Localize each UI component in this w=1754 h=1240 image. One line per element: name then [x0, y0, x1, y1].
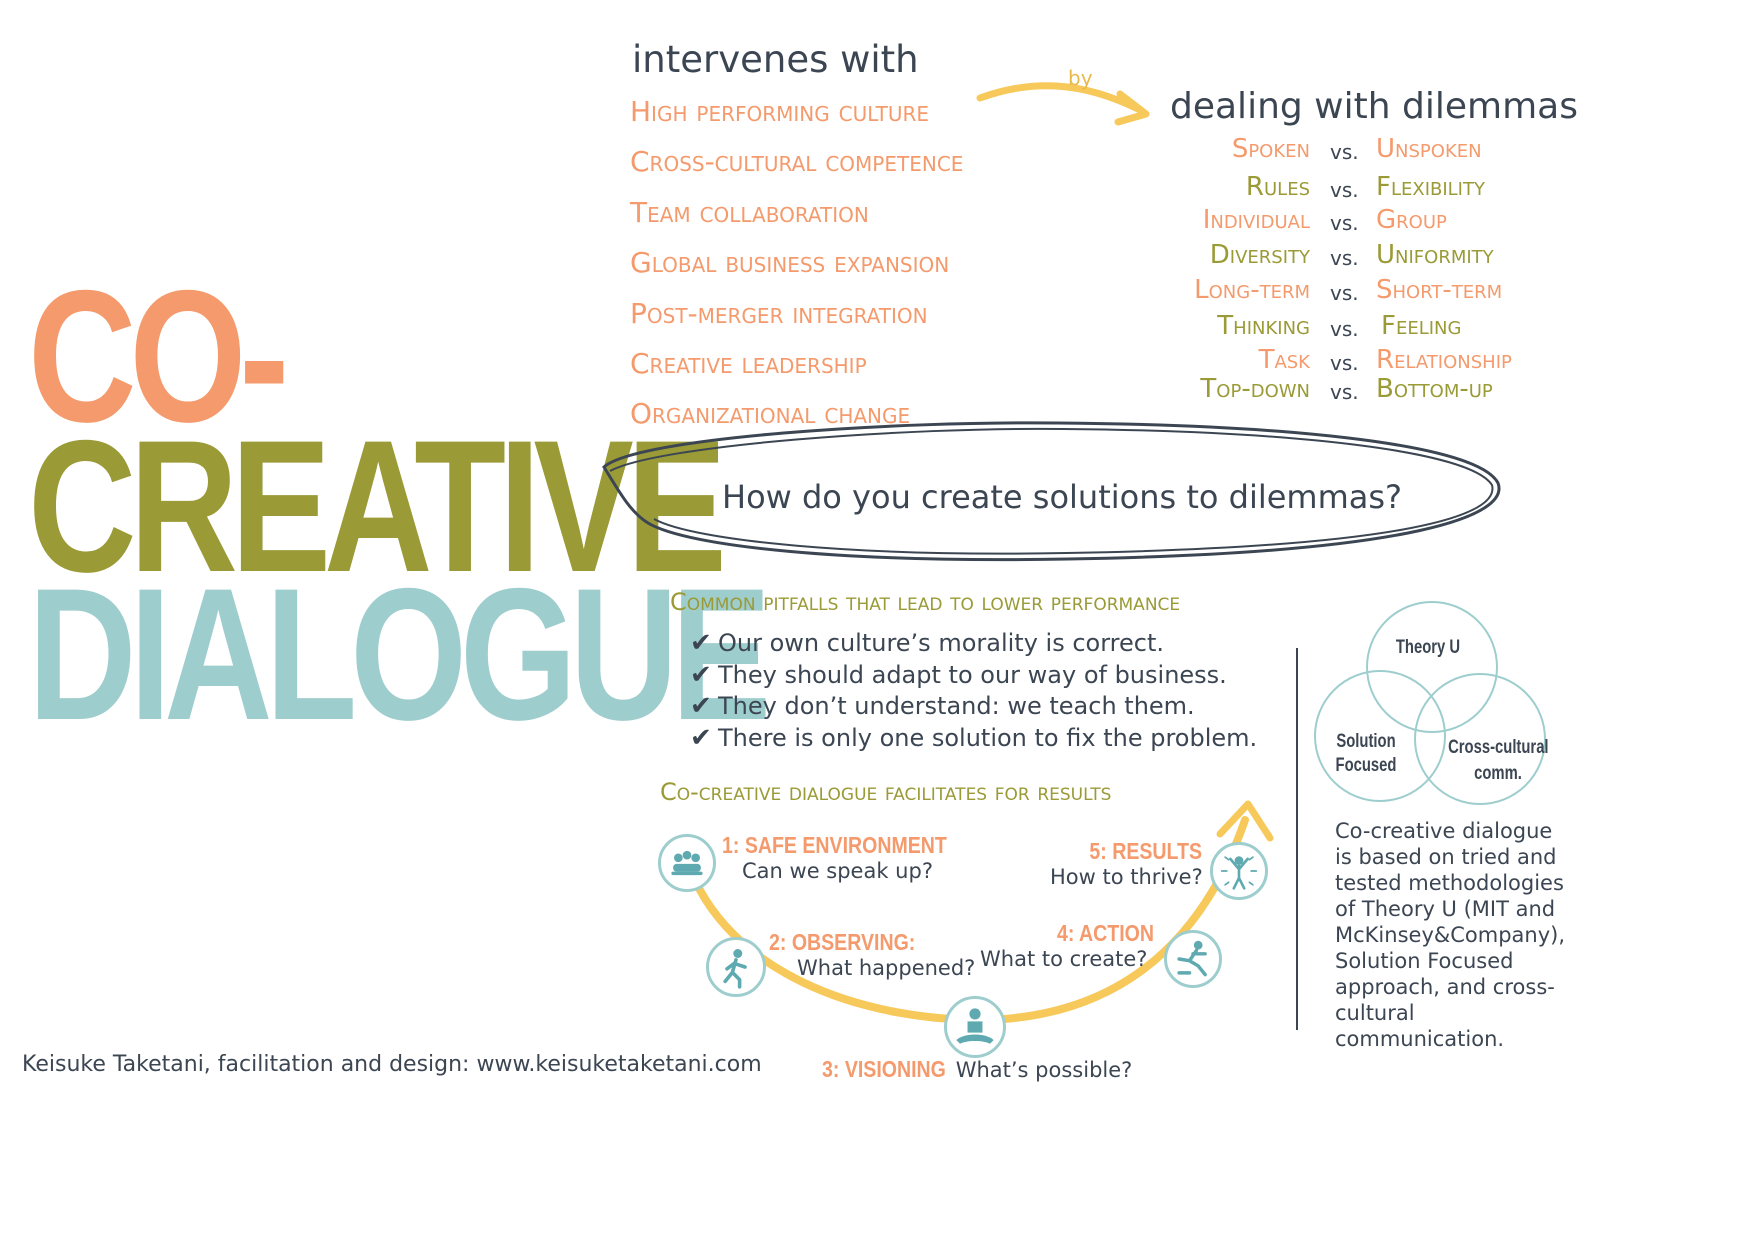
check-icon: ✔	[690, 691, 712, 721]
dilemma-row: Top-down vs. Bottom-up	[1010, 374, 1610, 408]
dilemma-row: Task vs. Relationship	[1010, 345, 1610, 379]
dilemma-vs: vs.	[1330, 281, 1359, 305]
person-walking-icon	[706, 937, 766, 997]
dilemma-right: Unspoken	[1376, 134, 1482, 164]
pitfall-item: ✔They don’t understand: we teach them.	[690, 691, 1257, 723]
dilemma-vs: vs.	[1330, 211, 1359, 235]
methodology-description: Co-creative dialogue is based on tried a…	[1335, 819, 1566, 1051]
dilemma-left: Task	[1258, 345, 1310, 375]
step-1-label: 1: SAFE ENVIRONMENT	[722, 832, 947, 858]
step-5-label: 5: RESULTS	[1089, 838, 1202, 864]
dilemma-left: Rules	[1245, 172, 1310, 202]
step-2-question: What happened?	[797, 956, 976, 980]
dilemma-left: Thinking	[1217, 311, 1310, 341]
dilemma-vs: vs.	[1330, 178, 1359, 202]
intervenes-list: High performing culture Cross-cultural c…	[630, 92, 963, 445]
divider	[1296, 648, 1298, 1030]
pitfall-item: ✔Our own culture’s morality is correct.	[690, 628, 1257, 660]
meditating-person-icon	[944, 996, 1006, 1058]
pitfall-text: There is only one solution to fix the pr…	[718, 723, 1258, 752]
dilemma-right: Feeling	[1381, 311, 1462, 341]
step-2-label: 2: OBSERVING:	[769, 929, 916, 955]
dilemma-row: Long-term vs. Short-term	[1010, 275, 1610, 309]
speech-bubble	[602, 421, 1501, 562]
check-icon: ✔	[690, 659, 712, 690]
central-question: How do you create solutions to dilemmas?	[722, 478, 1403, 516]
step-4: 4: ACTION What to create?	[980, 920, 1154, 971]
group-meeting-icon	[658, 834, 716, 892]
title-line-co: CO-	[28, 251, 289, 461]
pitfall-text: They don’t understand: we teach them.	[718, 692, 1195, 720]
pitfall-item: ✔They should adapt to our way of busines…	[690, 660, 1257, 692]
title-line-dialogue: DIALOGUE	[28, 549, 771, 759]
check-icon: ✔	[690, 722, 712, 753]
dilemma-right: Short-term	[1376, 275, 1503, 305]
intervene-item: Post-merger integration	[630, 296, 928, 330]
dilemma-row: Thinking vs. Feeling	[1010, 311, 1610, 345]
pitfall-text: Our own culture’s morality is correct.	[718, 629, 1164, 657]
dilemma-right: Bottom-up	[1376, 374, 1493, 404]
step-3-question: What’s possible?	[955, 1058, 1133, 1082]
by-arrow-icon	[976, 82, 1150, 126]
dilemma-vs: vs.	[1330, 317, 1359, 341]
dilemma-vs: vs.	[1330, 380, 1359, 404]
dilemma-vs: vs.	[1330, 140, 1359, 164]
dilemma-left: Spoken	[1231, 134, 1310, 164]
intervene-item: Organizational change	[630, 397, 911, 431]
intervene-item: High performing culture	[630, 95, 930, 128]
venn-diagram	[1314, 601, 1546, 805]
title-line-creative: CREATIVE	[28, 401, 727, 611]
dilemma-left: Top-down	[1200, 374, 1310, 404]
intervene-item: Cross-cultural competence	[630, 145, 964, 179]
dilemmas-heading: dealing with dilemmas	[1170, 86, 1578, 127]
step-1: 1: SAFE ENVIRONMENT Can we speak up?	[722, 832, 987, 883]
dilemma-row: Rules vs. Flexibility	[1010, 172, 1610, 206]
step-1-question: Can we speak up?	[742, 859, 933, 883]
dilemma-row: Individual vs. Group	[1010, 205, 1610, 239]
pitfall-item: ✔There is only one solution to fix the p…	[690, 723, 1257, 755]
dilemma-row: Diversity vs. Uniformity	[1010, 240, 1610, 274]
dilemma-vs: vs.	[1330, 246, 1359, 270]
dilemma-left: Diversity	[1209, 240, 1310, 270]
check-icon: ✔	[690, 628, 712, 658]
step-4-label: 4: ACTION	[1056, 920, 1154, 946]
pitfall-text: They should adapt to our way of business…	[718, 660, 1227, 689]
dilemma-left: Individual	[1202, 205, 1310, 235]
step-3-label: 3: VISIONING	[822, 1056, 946, 1082]
dilemma-left: Long-term	[1194, 275, 1310, 305]
dilemma-right: Uniformity	[1376, 240, 1494, 270]
intervenes-heading: intervenes with	[632, 38, 919, 81]
venn-label-theory-u: Theory U	[1395, 637, 1461, 658]
step-3: 3: VISIONING What’s possible?	[822, 1056, 1132, 1083]
dilemma-right: Group	[1376, 205, 1447, 235]
step-4-question: What to create?	[980, 947, 1148, 971]
step-5: 5: RESULTS How to thrive?	[1050, 838, 1203, 889]
credit-line: Keisuke Taketani, facilitation and desig…	[22, 1052, 762, 1077]
dilemma-row: Spoken vs. Unspoken	[1010, 134, 1610, 168]
intervene-item: Team collaboration	[630, 195, 869, 229]
process-heading: Co-creative dialogue facilitates for res…	[660, 778, 1112, 806]
intervene-item: Global business expansion	[630, 246, 950, 280]
pitfalls-list: ✔Our own culture’s morality is correct. …	[690, 628, 1257, 754]
step-2: 2: OBSERVING: What happened?	[769, 929, 975, 980]
person-running-icon	[1164, 930, 1222, 988]
intervene-item: Creative leadership	[630, 346, 867, 380]
step-5-question: How to thrive?	[1050, 865, 1203, 889]
by-label: by	[1068, 66, 1093, 90]
dilemma-right: Flexibility	[1376, 172, 1485, 202]
dilemma-right: Relationship	[1376, 345, 1512, 375]
pitfalls-heading: Common pitfalls that lead to lower perfo…	[670, 588, 1181, 616]
dilemma-vs: vs.	[1330, 351, 1359, 375]
person-celebrating-icon	[1210, 842, 1268, 900]
